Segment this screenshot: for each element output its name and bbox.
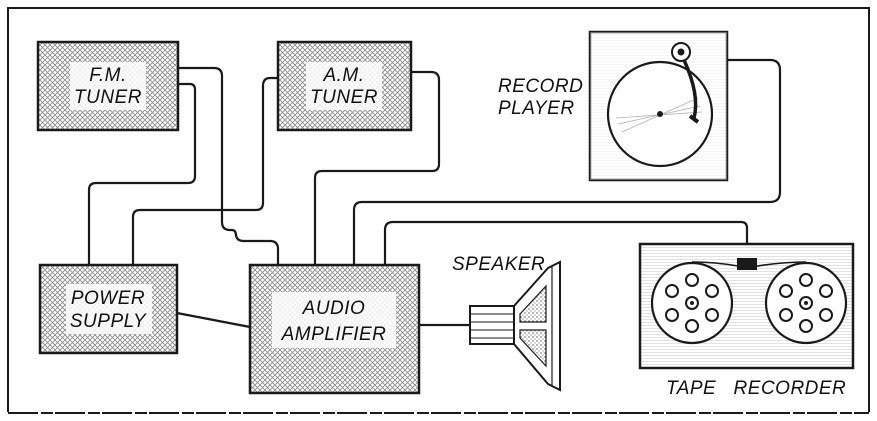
- am-tuner-label-line1: A.M.: [322, 65, 364, 86]
- record-player-label-line1: RECORD: [498, 76, 583, 97]
- cables: [87, 58, 782, 329]
- power-supply-label-line1: POWER: [71, 288, 145, 309]
- record-player-label-line2: PLAYER: [498, 98, 575, 119]
- audio-amplifier: AUDIO AMPLIFIER: [248, 263, 421, 395]
- power-supply-label-line2: SUPPLY: [70, 311, 147, 332]
- record-player: RECORD PLAYER: [498, 30, 729, 182]
- cable-tape-to-amplifier: [383, 220, 749, 265]
- outer-frame: [7, 7, 870, 412]
- cable-am-to-amplifier: [313, 70, 441, 265]
- fm-tuner: F.M. TUNER: [36, 40, 180, 132]
- am-tuner: A.M. TUNER: [276, 40, 413, 132]
- fm-tuner-label-line2: TUNER: [74, 87, 142, 108]
- tape-reel-left: [650, 261, 734, 345]
- tonearm: [682, 59, 698, 119]
- tape-recorder: TAPE RECORDER: [638, 242, 855, 399]
- am-tuner-label-line2: TUNER: [310, 87, 378, 108]
- fm-tuner-label-line1: F.M.: [89, 65, 127, 86]
- tape-reel-right: [764, 261, 848, 345]
- speaker-label: SPEAKER: [452, 254, 545, 275]
- speaker-cone: [513, 260, 561, 392]
- spindle: [657, 111, 663, 117]
- audio-amplifier-label-line2: AMPLIFIER: [281, 324, 387, 345]
- cable-record-to-amplifier: [352, 58, 782, 265]
- cable-fm-to-amplifier: [178, 66, 280, 265]
- tape-head: [737, 258, 757, 270]
- cable-am-to-power: [131, 76, 278, 265]
- tape-recorder-label: TAPE RECORDER: [666, 378, 846, 399]
- cable-power-to-amplifier: [176, 311, 251, 329]
- audio-amplifier-label-line1: AUDIO: [302, 298, 366, 319]
- power-supply: POWER SUPPLY: [38, 263, 179, 355]
- cable-fm-to-power: [87, 82, 197, 265]
- tonearm-head: [688, 114, 700, 124]
- speaker: SPEAKER: [452, 254, 561, 392]
